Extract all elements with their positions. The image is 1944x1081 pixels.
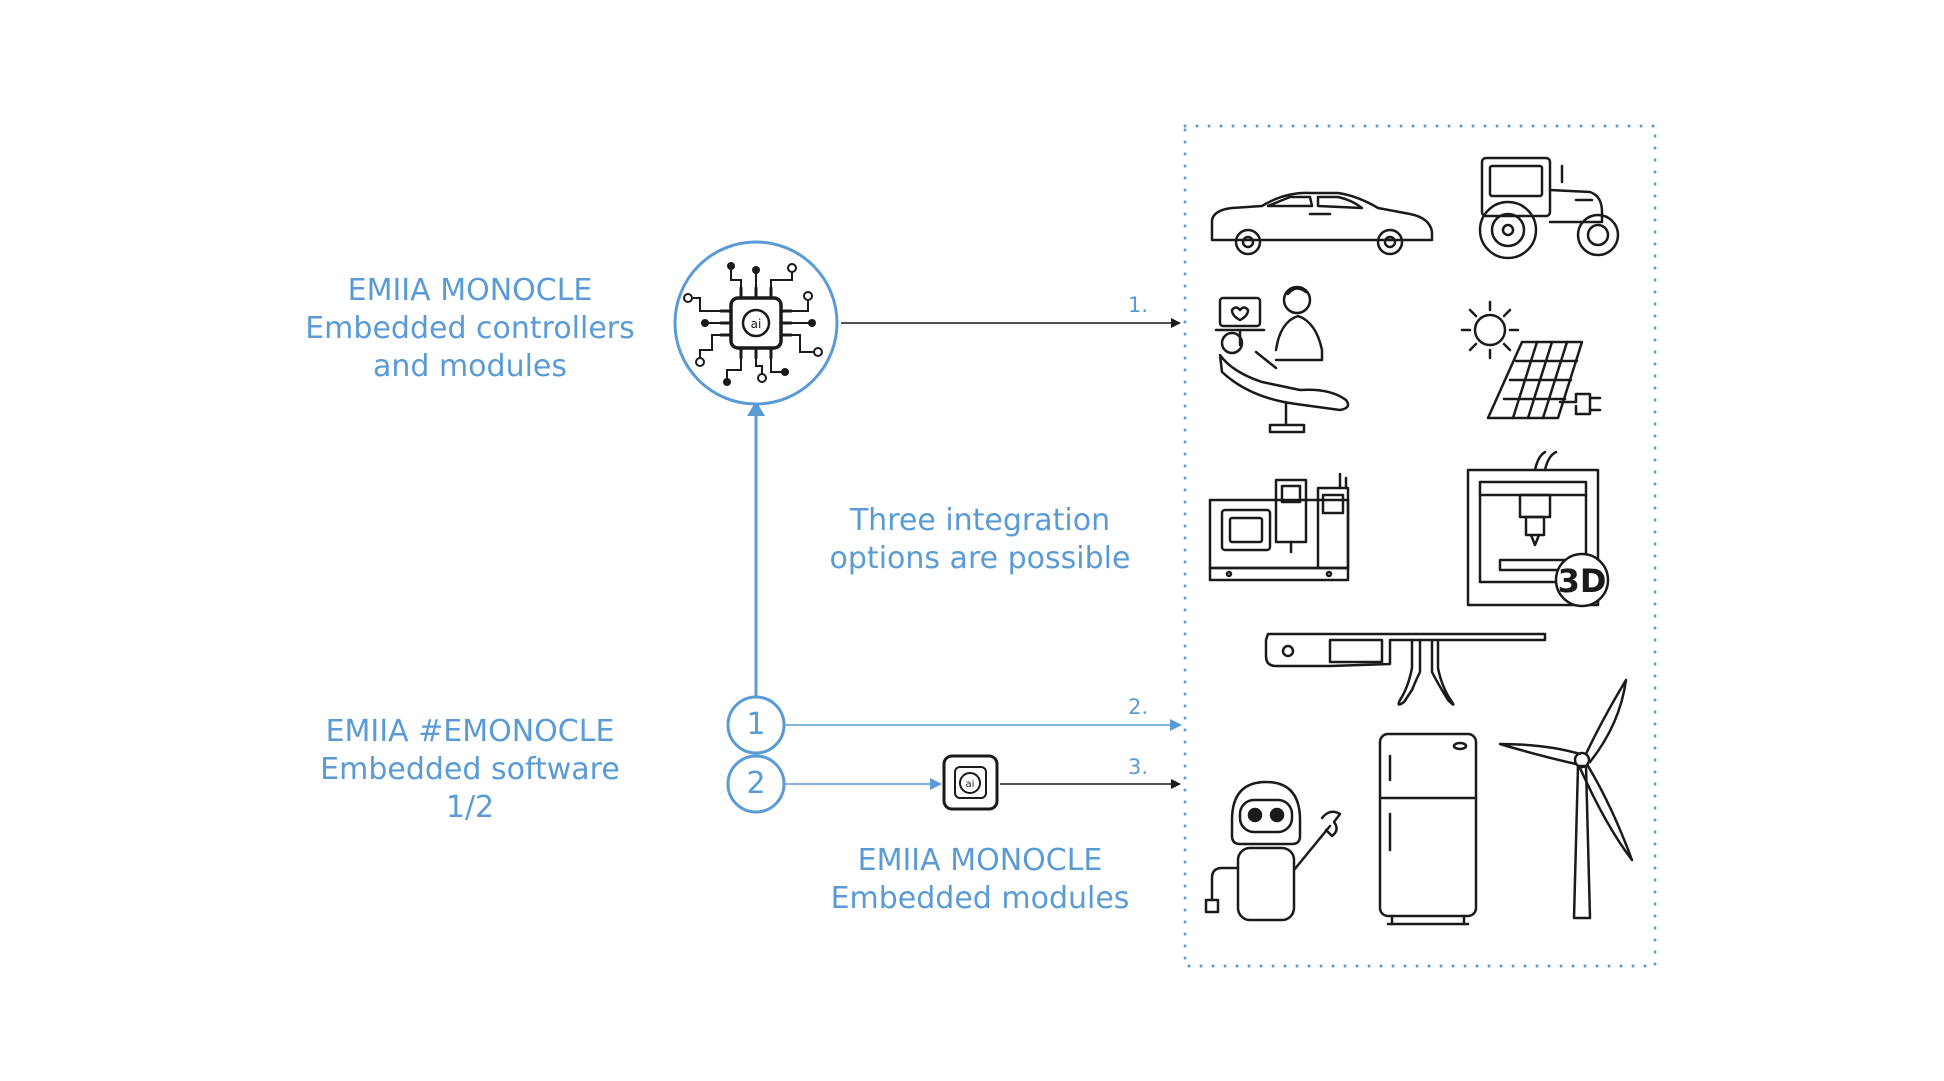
controllers-label-line-1: EMIIA MONOCLE [347, 273, 593, 308]
arrow-3-label: 3. [1128, 755, 1149, 779]
module-chip-glyph: ai [966, 779, 975, 790]
smart-glasses-icon [1264, 632, 1547, 706]
car-icon [1210, 191, 1434, 256]
software-label: EMIIA #EMONOCLE Embedded software 1/2 [290, 713, 650, 827]
software-label-line-2: Embedded software [320, 752, 620, 787]
badge-2: 2 [746, 766, 766, 801]
software-label-line-1: EMIIA #EMONOCLE [325, 714, 615, 749]
controller-chip-icon: ai [673, 240, 839, 406]
badge-1: 1 [746, 707, 766, 742]
controllers-label-line-3: and modules [372, 349, 568, 384]
arrow-2-label: 2. [1128, 695, 1149, 719]
options-label: Three integration options are possible [820, 502, 1140, 578]
tractor-icon [1478, 156, 1620, 260]
arrow-1-label: 1. [1128, 293, 1149, 317]
badge-2-ring [726, 754, 786, 814]
software-label-line-3: 1/2 [445, 790, 495, 825]
badge-1-ring [726, 695, 786, 755]
refrigerator-icon [1378, 732, 1478, 926]
options-label-line-1: Three integration [849, 503, 1111, 538]
solar-panel-icon [1460, 300, 1602, 420]
robot-icon [1204, 780, 1342, 922]
chip-glyph: ai [751, 317, 762, 331]
modules-label-line-2: Embedded modules [830, 881, 1130, 916]
options-label-line-2: options are possible [829, 541, 1131, 576]
cnc-machine-icon [1208, 472, 1350, 582]
upward-arrow-head [747, 401, 765, 416]
module-chip-icon: ai [942, 754, 999, 811]
3d-label: 3D [1558, 562, 1607, 600]
controllers-label-line-2: Embedded controllers [305, 311, 635, 346]
dental-chair-icon [1214, 285, 1350, 434]
3d-printer-icon [1466, 450, 1610, 608]
modules-label: EMIIA MONOCLE Embedded modules [810, 842, 1150, 918]
wind-turbine-icon [1498, 678, 1634, 920]
controllers-label: EMIIA MONOCLE Embedded controllers and m… [290, 272, 650, 386]
modules-label-line-1: EMIIA MONOCLE [857, 843, 1103, 878]
